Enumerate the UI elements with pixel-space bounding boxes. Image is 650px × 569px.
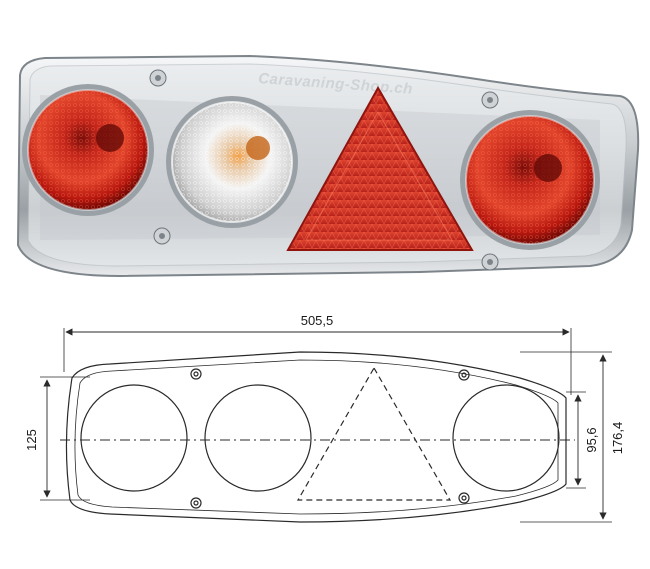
- screw-icon: [481, 91, 499, 109]
- left-lamp-circle: [80, 384, 188, 492]
- left-red-lens: [22, 84, 154, 216]
- screw-icon: [458, 369, 470, 381]
- length-dimension-label: 505,5: [301, 313, 334, 328]
- right-red-lens: [460, 110, 600, 250]
- height-dimension-label: 125: [24, 429, 39, 451]
- screw-icon: [149, 69, 167, 87]
- end-height-dimension-label: 95,6: [584, 427, 599, 452]
- screw-icon: [458, 492, 470, 504]
- technical-drawing: [40, 328, 612, 523]
- screw-icon: [190, 368, 202, 380]
- screw-icon: [190, 497, 202, 509]
- lamp-outline: [65, 351, 567, 523]
- clear-lens: [166, 96, 298, 228]
- triangle-reflector: [286, 85, 474, 251]
- middle-lamp-circle: [204, 384, 312, 492]
- screw-icon: [153, 227, 171, 245]
- screw-icon: [481, 253, 499, 271]
- triangle-outline: [296, 366, 452, 501]
- total-height-dimension-label: 176,4: [610, 422, 625, 455]
- lamp-photo: Caravaning-Shop.ch: [16, 54, 640, 278]
- right-lamp-circle: [452, 384, 560, 492]
